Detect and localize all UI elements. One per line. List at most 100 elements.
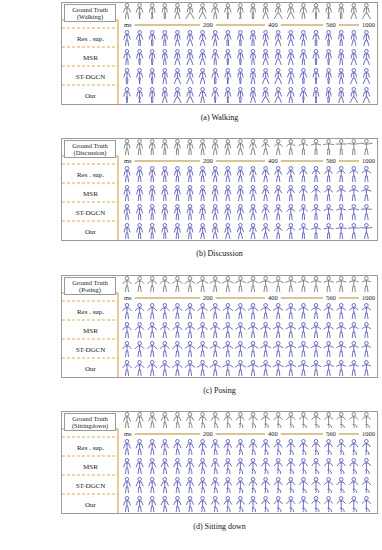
- skeleton-limb: [251, 43, 252, 46]
- skeleton-head: [226, 361, 230, 365]
- skeleton-head: [289, 361, 293, 365]
- skeleton-limb: [164, 78, 167, 81]
- row-separator: [62, 183, 118, 184]
- skeleton-limb: [203, 152, 204, 155]
- skeleton-figure: [326, 50, 332, 66]
- skeleton-limb: [326, 92, 331, 97]
- skeleton-figure: [147, 361, 157, 377]
- skeleton-limb: [178, 316, 179, 319]
- skeleton-limb: [151, 149, 153, 152]
- skeleton-limb: [303, 100, 304, 103]
- skeleton-limb: [365, 149, 367, 152]
- skeleton-head: [188, 304, 192, 308]
- skeleton-figure: [263, 31, 269, 47]
- skeleton-limb: [313, 35, 319, 40]
- skeleton-limb: [213, 316, 214, 319]
- skeleton-limb: [174, 228, 180, 233]
- skeleton-head: [201, 323, 205, 327]
- skeleton-figure: [210, 361, 221, 377]
- skeleton-limb: [301, 179, 302, 182]
- skeleton-limb: [289, 78, 292, 81]
- skeleton-limb: [238, 354, 239, 357]
- skeleton-figure: [238, 88, 243, 104]
- skeleton-limb: [229, 373, 230, 376]
- skeleton-limb: [229, 354, 230, 357]
- skeleton-limb: [188, 198, 189, 201]
- skeleton-limb: [201, 149, 203, 152]
- skeleton-limb: [327, 100, 328, 103]
- skeleton-limb: [292, 43, 294, 46]
- skeleton-limb: [264, 373, 265, 376]
- skeleton-limb: [339, 179, 340, 182]
- skeleton-figure: [212, 4, 219, 20]
- skeleton-limb: [138, 198, 139, 201]
- skeleton-limb: [165, 16, 166, 19]
- skeleton-figure: [197, 342, 207, 358]
- skeleton-figure: [225, 50, 231, 66]
- skeleton-figure: [275, 31, 281, 47]
- skeleton-figure: [250, 186, 257, 202]
- skeleton-limb: [172, 346, 182, 349]
- skeleton-limb: [229, 335, 230, 338]
- skeleton-limb: [166, 316, 167, 319]
- skeleton-limb: [226, 289, 227, 292]
- skeleton-limb: [290, 332, 292, 335]
- skeleton-limb: [213, 354, 214, 357]
- skeleton-figure: [235, 323, 245, 339]
- skeleton-figure: [275, 88, 282, 104]
- skeleton-figure: [361, 186, 371, 202]
- skeleton-limb: [126, 40, 128, 43]
- skeleton-figure: [250, 205, 257, 221]
- skeleton-head: [302, 277, 306, 281]
- skeleton-head: [264, 361, 268, 365]
- skeleton-limb: [262, 190, 269, 194]
- skeleton-figure: [225, 31, 231, 47]
- skeleton-figure: [235, 304, 245, 320]
- skeleton-head: [276, 304, 280, 308]
- skeleton-limb: [203, 354, 204, 357]
- skeleton-figure: [136, 4, 143, 20]
- skeleton-limb: [276, 289, 277, 292]
- skeleton-limb: [302, 217, 303, 220]
- skeleton-limb: [223, 327, 233, 329]
- skeleton-head: [163, 205, 167, 209]
- skeleton-head: [150, 4, 154, 8]
- skeleton-limb: [124, 144, 130, 149]
- skeleton-limb: [262, 81, 263, 84]
- skeleton-limb: [354, 152, 355, 155]
- skeleton-limb: [317, 289, 318, 292]
- skeleton-limb: [314, 152, 315, 155]
- skeleton-limb: [216, 62, 217, 65]
- skeleton-limb: [151, 81, 152, 84]
- skeleton-limb: [192, 100, 193, 103]
- skeleton-limb: [254, 289, 255, 292]
- skeleton-limb: [200, 198, 201, 201]
- skeleton-limb: [268, 81, 269, 84]
- skeleton-limb: [289, 217, 290, 220]
- skeleton-limb: [125, 16, 126, 19]
- skeleton-head: [213, 205, 217, 209]
- skeleton-limb: [229, 217, 231, 220]
- skeleton-limb: [138, 335, 139, 338]
- skeleton-limb: [247, 281, 258, 283]
- skeleton-figure: [223, 304, 233, 320]
- skeleton-limb: [139, 81, 141, 84]
- skeleton-limb: [368, 43, 370, 46]
- skeleton-limb: [264, 214, 267, 217]
- skeleton-limb: [289, 179, 290, 182]
- skeleton-limb: [240, 59, 242, 62]
- skeleton-limb: [222, 365, 233, 367]
- skeleton-head: [251, 69, 255, 73]
- skeleton-head: [125, 4, 129, 8]
- skeleton-limb: [239, 81, 240, 84]
- skeleton-limb: [239, 176, 242, 179]
- skeleton-figure: [300, 4, 307, 20]
- skeleton-limb: [160, 346, 170, 349]
- skeleton-limb: [342, 62, 343, 65]
- skeleton-limb: [178, 236, 179, 239]
- skeleton-limb: [315, 100, 317, 103]
- skeleton-limb: [151, 351, 153, 354]
- skeleton-limb: [216, 316, 217, 319]
- skeleton-limb: [311, 346, 321, 348]
- skeleton-limb: [140, 289, 141, 292]
